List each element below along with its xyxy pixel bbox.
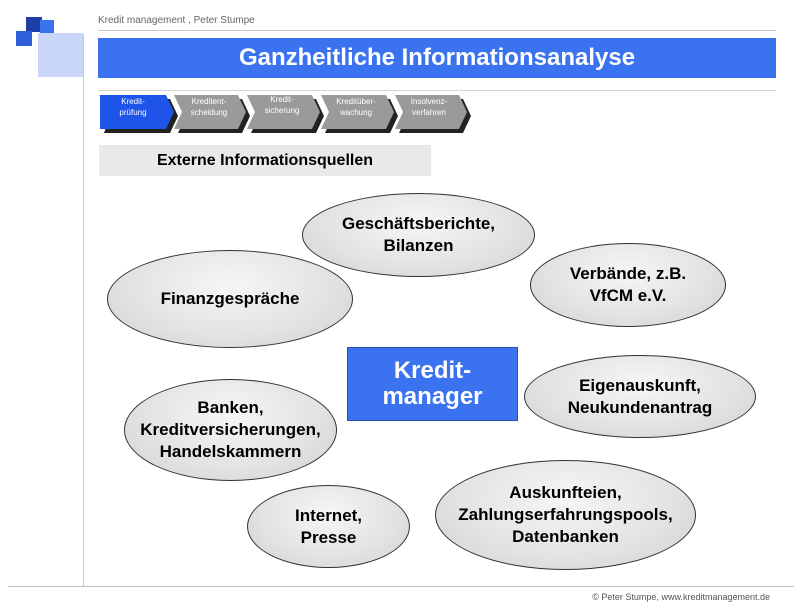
source-banks-label: Banken, Kreditversicherungen, Handelskam… <box>140 398 321 461</box>
header-rule <box>98 30 776 31</box>
vertical-rule <box>83 34 84 586</box>
step-chevron-3[interactable] <box>247 95 320 129</box>
header-text: Kredit management , Peter Stumpe <box>98 15 255 26</box>
source-associations: Verbände, z.B. VfCM e.V. <box>530 243 726 327</box>
source-self-disclosure: Eigenauskunft, Neukundenantrag <box>524 355 756 438</box>
step-label-1: Kredit- prüfung <box>119 97 147 117</box>
step-label-2: Kreditent- scheidung <box>190 97 228 117</box>
source-associations-label: Verbände, z.B. VfCM e.V. <box>569 264 687 305</box>
step-chevron-2[interactable] <box>174 95 246 129</box>
source-finance-talks: Finanzgespräche <box>107 250 353 348</box>
source-self-disclosure-label: Eigenauskunft, Neukundenantrag <box>567 375 713 417</box>
center-credit-manager: Kredit- manager <box>347 347 518 421</box>
source-finance-talks-label: Finanzgespräche <box>160 289 300 308</box>
logo-square-mid <box>40 20 54 34</box>
logo-square-light <box>38 33 83 77</box>
source-annual-reports-label: Geschäftsberichte, Bilanzen <box>341 214 496 255</box>
section-title: Externe Informationsquellen <box>99 145 431 176</box>
footer-rule <box>8 586 794 587</box>
source-internet-press-label: Internet, Presse <box>294 505 363 547</box>
step-chevron-4[interactable] <box>321 95 394 129</box>
source-internet-press: Internet, Presse <box>247 485 410 568</box>
step-label-4: Kreditüber- wachung <box>336 97 376 117</box>
process-steps: Kredit- prüfung Kreditent- scheidung Kre… <box>100 93 480 135</box>
title-rule <box>98 90 776 91</box>
page-title: Ganzheitliche Informationsanalyse <box>98 38 776 78</box>
source-banks: Banken, Kreditversicherungen, Handelskam… <box>124 379 337 481</box>
step-chevron-1[interactable] <box>100 95 174 129</box>
footer-copyright: © Peter Stumpe, www.kreditmanagement.de <box>592 592 770 602</box>
step-label-3: Kredit- sicherung <box>264 95 300 115</box>
center-credit-manager-label: Kredit- manager <box>382 357 483 410</box>
logo-square-dark <box>26 17 42 32</box>
step-label-5: Insolvenz- verfahren <box>410 97 448 117</box>
source-credit-agencies-label: Auskunfteien, Zahlungserfahrungspools, D… <box>458 483 673 546</box>
logo-square-blue <box>16 31 32 46</box>
source-annual-reports: Geschäftsberichte, Bilanzen <box>302 193 535 277</box>
step-chevron-5[interactable] <box>395 95 467 129</box>
process-chevrons <box>100 95 471 133</box>
source-credit-agencies: Auskunfteien, Zahlungserfahrungspools, D… <box>435 460 696 570</box>
